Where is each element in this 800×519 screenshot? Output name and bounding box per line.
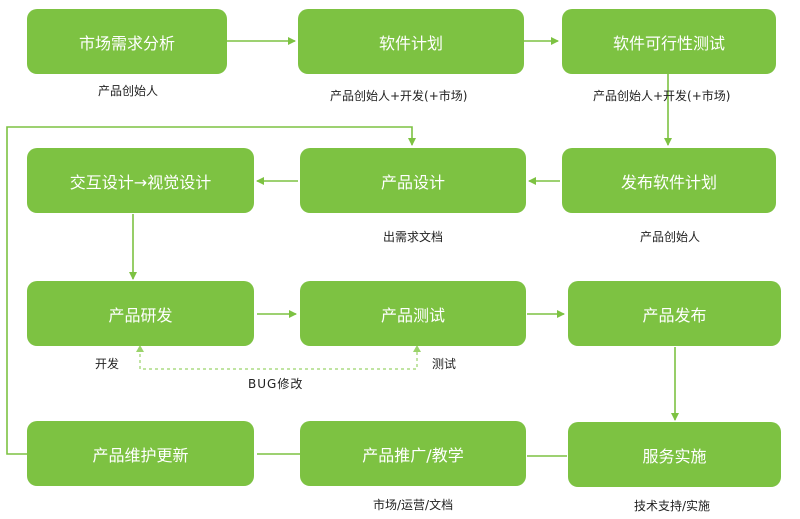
- note-market-analysis: 产品创始人: [98, 84, 159, 98]
- node-label: 交互设计→视觉设计: [69, 172, 212, 192]
- node-service: 服务实施: [568, 422, 781, 487]
- note-software-feasibility: 产品创始人+开发(+市场): [593, 89, 731, 103]
- note-test: 测试: [432, 357, 457, 371]
- node-label: 产品设计: [380, 172, 445, 192]
- note-promotion: 市场/运营/文档: [373, 498, 454, 512]
- node-label: 产品测试: [380, 305, 445, 325]
- node-product-test: 产品测试: [300, 281, 526, 346]
- node-interaction-visual: 交互设计→视觉设计: [27, 148, 254, 213]
- note-software-plan: 产品创始人+开发(+市场): [330, 89, 468, 103]
- node-label: 软件计划: [378, 33, 443, 53]
- note-bug-fix: BUG修改: [248, 377, 304, 391]
- node-release-plan: 发布软件计划: [562, 148, 776, 213]
- node-label: 产品维护更新: [92, 445, 189, 465]
- note-release-plan: 产品创始人: [640, 230, 701, 244]
- node-label: 产品推广/教学: [362, 445, 464, 465]
- node-market-analysis: 市场需求分析: [27, 9, 227, 74]
- bug-loop-arrow-test: [413, 345, 421, 352]
- node-label: 软件可行性测试: [612, 33, 725, 53]
- node-promotion: 产品推广/教学: [300, 421, 526, 486]
- node-software-plan: 软件计划: [298, 9, 524, 74]
- node-label: 产品发布: [642, 305, 707, 325]
- note-dev: 开发: [95, 357, 120, 371]
- node-product-design: 产品设计: [300, 148, 526, 213]
- node-maintenance: 产品维护更新: [27, 421, 254, 486]
- bug-fix-loop-line: [139, 348, 418, 370]
- node-label: 发布软件计划: [620, 172, 717, 192]
- note-product-design: 出需求文档: [383, 230, 444, 244]
- node-software-feasibility: 软件可行性测试: [562, 9, 776, 74]
- bug-loop-arrow-dev: [136, 345, 144, 352]
- node-product-dev: 产品研发: [27, 281, 254, 346]
- node-label: 产品研发: [108, 305, 173, 325]
- note-service: 技术支持/实施: [634, 499, 711, 513]
- node-label: 市场需求分析: [78, 33, 175, 53]
- arrow-maintenance-loop-to-design: [6, 126, 416, 455]
- node-product-release: 产品发布: [568, 281, 781, 346]
- node-label: 服务实施: [642, 446, 707, 466]
